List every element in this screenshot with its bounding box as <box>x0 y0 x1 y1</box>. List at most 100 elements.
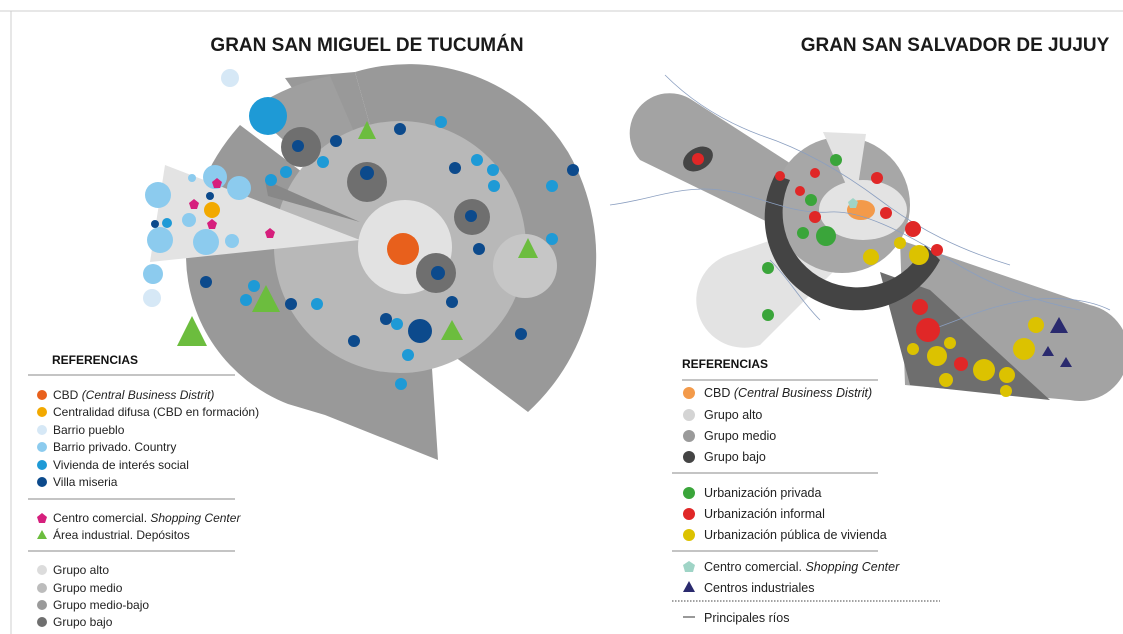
legend-swatch-shopping <box>683 561 695 572</box>
jujuy-zone-grupo-bajo-ring <box>764 175 940 311</box>
jujuy-urb-informal <box>810 168 820 178</box>
tucuman-villa <box>515 328 527 340</box>
tucuman-vivienda <box>546 180 558 192</box>
legend-item-barrio-pueblo: Barrio pueblo <box>53 423 125 437</box>
tucuman-map: GRAN SAN MIGUEL DE TUCUMÁN <box>143 34 597 460</box>
jujuy-urb-publica <box>999 367 1015 383</box>
jujuy-shopping <box>848 198 858 208</box>
legend-item-shopping: Centro comercial. Shopping Center <box>704 560 900 574</box>
legend-swatch-shopping <box>37 513 47 523</box>
tucuman-vivienda <box>265 174 277 186</box>
tucuman-barrio-privado <box>182 213 196 227</box>
jujuy-urb-informal <box>905 221 921 237</box>
tucuman-barrio-privado <box>188 174 196 182</box>
jujuy-urb-publica <box>927 346 947 366</box>
legend-item-cbd: CBD (Central Business Distrit) <box>704 386 872 400</box>
legend-item-grupo-medio-bajo: Grupo medio-bajo <box>53 598 149 612</box>
legend-swatch-urb-informal <box>683 508 695 520</box>
tucuman-villa <box>408 319 432 343</box>
jujuy-river <box>609 188 1081 311</box>
legend-swatch-cbd <box>37 390 47 400</box>
legend-swatch-barrio-pueblo <box>37 425 47 435</box>
jujuy-urb-informal <box>931 244 943 256</box>
tucuman-shopping <box>207 219 217 229</box>
legend-item-vivienda: Vivienda de interés social <box>53 458 189 472</box>
tucuman-industrial <box>518 238 538 258</box>
legend-swatch-grupo-alto <box>683 409 695 421</box>
tucuman-barrio-pueblo <box>143 289 161 307</box>
legend-swatch-centralidad <box>37 407 47 417</box>
tucuman-title: GRAN SAN MIGUEL DE TUCUMÁN <box>210 34 523 56</box>
jujuy-map: GRAN SAN SALVADOR DE JUJUY <box>609 35 1123 402</box>
legend-item-grupo-alto: Grupo alto <box>704 408 762 422</box>
tucuman-industrial <box>252 285 280 312</box>
tucuman-vivienda <box>248 280 260 292</box>
jujuy-urb-informal <box>692 153 704 165</box>
tucuman-vivienda <box>488 180 500 192</box>
tucuman-barrio-privado <box>143 264 163 284</box>
tucuman-villa <box>285 298 297 310</box>
tucuman-vivienda <box>204 202 220 218</box>
legend-item-rios: Principales ríos <box>704 611 789 625</box>
jujuy-urb-privada <box>805 194 817 206</box>
tucuman-barrio-privado <box>145 182 171 208</box>
tucuman-barrio-privado <box>193 229 219 255</box>
jujuy-urb-informal <box>954 357 968 371</box>
jujuy-urb-publica <box>944 337 956 349</box>
legend-swatch-grupo-alto <box>37 565 47 575</box>
legend-swatch-grupo-bajo <box>683 451 695 463</box>
legend-item-centralidad: Centralidad difusa (CBD en formación) <box>53 405 259 419</box>
jujuy-urb-publica <box>973 359 995 381</box>
jujuy-urb-privada <box>816 226 836 246</box>
tucuman-vivienda <box>162 218 172 228</box>
jujuy-legend-heading: REFERENCIAS <box>682 357 768 371</box>
tucuman-vivienda <box>487 164 499 176</box>
tucuman-vivienda <box>391 318 403 330</box>
jujuy-urb-privada <box>797 227 809 239</box>
jujuy-urb-informal <box>775 171 785 181</box>
tucuman-shopping <box>265 228 275 238</box>
jujuy-river <box>929 298 1111 331</box>
tucuman-villa <box>380 313 392 325</box>
jujuy-urb-informal <box>916 318 940 342</box>
jujuy-urb-publica <box>1028 317 1044 333</box>
jujuy-urb-privada <box>762 262 774 274</box>
tucuman-industrial <box>441 320 463 340</box>
tucuman-villa <box>330 135 342 147</box>
legend-item-grupo-bajo: Grupo bajo <box>53 615 113 629</box>
tucuman-villa <box>151 220 159 228</box>
tucuman-villa <box>292 140 304 152</box>
tucuman-villa <box>449 162 461 174</box>
legend-swatch-barrio-privado <box>37 442 47 452</box>
legend-item-grupo-medio: Grupo medio <box>704 429 776 443</box>
legend-item-urb-publica: Urbanización pública de vivienda <box>704 528 887 542</box>
legend-swatch-industrial <box>683 581 695 592</box>
legend-swatch-grupo-medio-bajo <box>37 600 47 610</box>
jujuy-urb-publica <box>894 237 906 249</box>
tucuman-villa <box>360 166 374 180</box>
jujuy-urb-privada <box>762 309 774 321</box>
jujuy-legend: REFERENCIAS CBD (Central Business Distri… <box>672 357 940 625</box>
jujuy-industrial <box>1042 346 1054 356</box>
jujuy-urb-publica <box>909 245 929 265</box>
tucuman-shopping <box>212 178 222 188</box>
tucuman-villa <box>465 210 477 222</box>
tucuman-legend: REFERENCIAS CBD (Central Business Distri… <box>28 353 259 629</box>
tucuman-legend-heading: REFERENCIAS <box>52 353 138 367</box>
jujuy-urb-publica <box>863 249 879 265</box>
jujuy-industrial <box>1060 357 1072 367</box>
tucuman-vivienda <box>280 166 292 178</box>
legend-swatch-urb-publica <box>683 529 695 541</box>
legend-item-grupo-medio: Grupo medio <box>53 581 123 595</box>
legend-item-villa: Villa miseria <box>53 475 118 489</box>
jujuy-urb-informal <box>912 299 928 315</box>
tucuman-vivienda <box>249 97 287 135</box>
tucuman-zone-grupo-medio-east <box>493 234 557 298</box>
tucuman-subcenter-2 <box>347 162 387 202</box>
tucuman-industrial <box>177 316 207 346</box>
legend-swatch-vivienda <box>37 460 47 470</box>
legend-swatch-industrial <box>37 530 47 539</box>
jujuy-urb-publica <box>1013 338 1035 360</box>
tucuman-villa <box>348 335 360 347</box>
